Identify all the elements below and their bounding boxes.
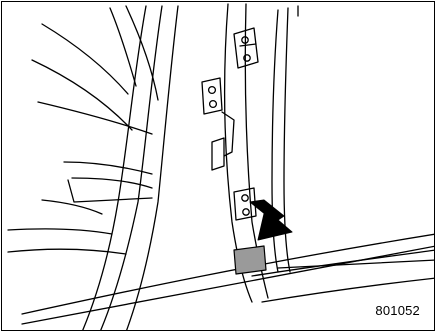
vehicle-label-plate (234, 246, 266, 274)
door-opening-illustration (2, 2, 435, 331)
seat-outline (8, 6, 158, 254)
figure-id-label: 801052 (375, 303, 420, 318)
door-opening-frame (82, 4, 298, 331)
figure-frame: 801052 (1, 1, 435, 331)
door-sill (22, 234, 435, 324)
upper-hinge (202, 78, 234, 170)
